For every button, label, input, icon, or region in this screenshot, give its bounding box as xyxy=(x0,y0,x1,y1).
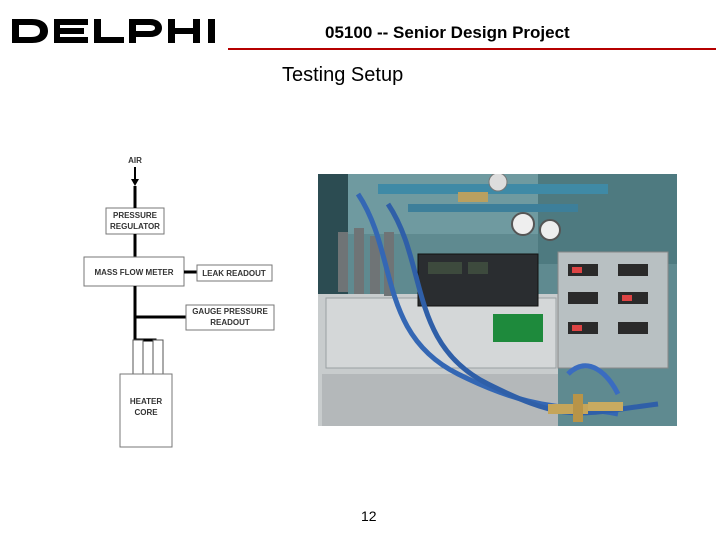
testing-flow-diagram: AIR PRESSURE REGULATOR MASS FLOW METER L… xyxy=(83,156,275,448)
header-title: 05100 -- Senior Design Project xyxy=(325,23,570,42)
heater-core-box xyxy=(119,373,173,448)
pressure-regulator-line1: PRESSURE xyxy=(113,211,158,220)
air-label: AIR xyxy=(128,156,142,165)
gauge-pressure-readout-line2: READOUT xyxy=(210,318,250,327)
mass-flow-meter-label: MASS FLOW METER xyxy=(94,268,173,277)
header-divider xyxy=(228,48,716,50)
leak-readout-label: LEAK READOUT xyxy=(202,269,266,278)
pressure-regulator-box xyxy=(105,207,165,235)
page-number: 12 xyxy=(361,508,377,524)
arrow-down-icon xyxy=(131,179,139,186)
heater-core-line1: HEATER xyxy=(130,397,163,406)
slide-title: Testing Setup xyxy=(282,64,404,86)
delphi-logo xyxy=(12,19,215,43)
gauge-pressure-readout-box xyxy=(185,304,275,331)
pressure-regulator-line2: REGULATOR xyxy=(110,222,160,231)
gauge-pressure-readout-line1: GAUGE PRESSURE xyxy=(192,307,268,316)
leak-readout-box xyxy=(196,264,273,282)
heater-core-line2: CORE xyxy=(134,408,158,417)
testing-equipment-photo xyxy=(318,174,677,426)
